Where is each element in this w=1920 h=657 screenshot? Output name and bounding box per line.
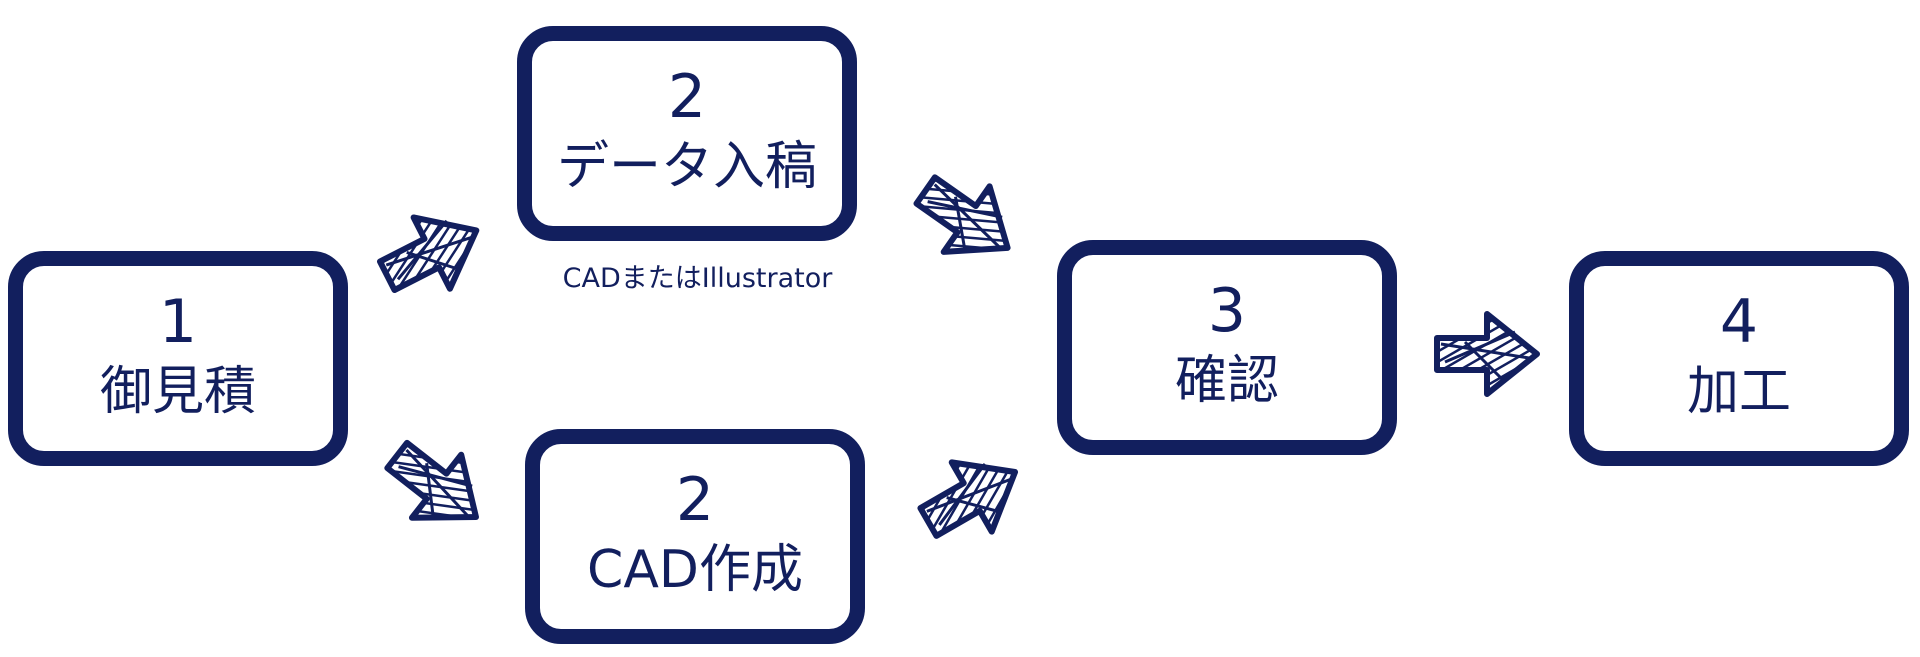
step-number: 4 xyxy=(1719,287,1759,357)
step-cad-creation-box: 2 CAD作成 xyxy=(525,429,865,644)
step-number: 2 xyxy=(675,465,715,535)
step-label: 確認 xyxy=(1174,351,1279,411)
step-number: 2 xyxy=(667,62,707,132)
step-label: データ入稿 xyxy=(556,137,817,197)
step-number: 3 xyxy=(1207,276,1247,346)
arrow-confirm-to-process-icon xyxy=(1437,314,1537,394)
step-label: 加工 xyxy=(1686,362,1791,422)
step-data-submission-box: 2 データ入稿 xyxy=(517,26,857,241)
step-label: CAD作成 xyxy=(587,540,803,600)
step-estimate-box: 1 御見積 xyxy=(8,251,348,466)
arrow-estimate-to-cad-icon xyxy=(373,424,501,549)
step-number: 1 xyxy=(158,287,198,357)
step-confirmation-box: 3 確認 xyxy=(1057,240,1397,455)
step-label: 御見積 xyxy=(99,362,256,422)
step-caption: CADまたはIllustrator xyxy=(562,263,833,294)
arrow-data-to-confirm-icon xyxy=(903,158,1031,281)
arrow-estimate-to-data-icon xyxy=(369,195,494,312)
step-processing-box: 4 加工 xyxy=(1569,251,1909,466)
arrow-cad-to-confirm-icon xyxy=(908,437,1035,556)
